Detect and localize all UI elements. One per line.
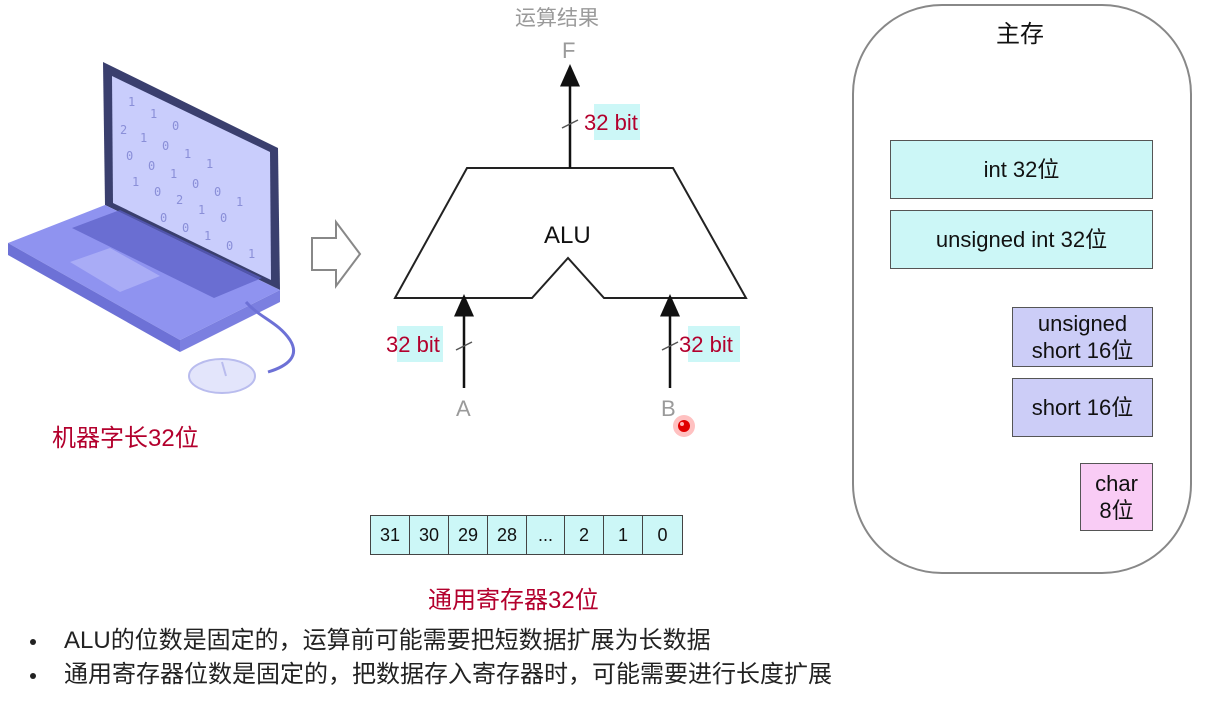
svg-text:1: 1	[140, 131, 147, 145]
width-out-highlight	[594, 104, 640, 140]
svg-text:0: 0	[160, 211, 167, 225]
width-b-highlight	[688, 326, 740, 362]
svg-text:0: 0	[148, 159, 155, 173]
memory-char-line1: char	[1095, 470, 1138, 496]
svg-text:0: 0	[172, 119, 179, 133]
width-out-label: 32 bit	[584, 110, 638, 135]
memory-unsigned-short-line1: unsigned	[1037, 310, 1128, 336]
svg-text:2: 2	[176, 193, 183, 207]
memory-int-box: int 32位	[890, 140, 1153, 199]
svg-text:0: 0	[192, 177, 199, 191]
memory-char-line2: 8位	[1099, 498, 1134, 523]
svg-text:1: 1	[170, 167, 177, 181]
svg-text:0: 0	[214, 185, 221, 199]
svg-text:1: 1	[236, 195, 243, 209]
note-item: ALU的位数是固定的，运算前可能需要把短数据扩展为长数据	[28, 624, 832, 658]
svg-text:1: 1	[184, 147, 191, 161]
input-b-width-slash	[661, 341, 679, 351]
svg-text:1: 1	[204, 229, 211, 243]
main-memory-title: 主存	[996, 21, 1044, 48]
memory-short-box: short 16位	[1012, 378, 1153, 437]
alu-output-name: F	[562, 38, 576, 63]
register-bits: 31 30 29 28 ... 2 1 0	[370, 515, 683, 555]
svg-text:1: 1	[132, 175, 139, 189]
alu-label: ALU	[544, 222, 591, 249]
width-a-label: 32 bit	[386, 332, 440, 357]
memory-unsigned-int-box: unsigned int 32位	[890, 210, 1153, 269]
right-arrow-icon	[311, 219, 362, 289]
pointer-dot-icon	[673, 415, 695, 437]
svg-text:2: 2	[120, 123, 127, 137]
register-bit: 30	[410, 516, 449, 554]
memory-short-label: short 16位	[1031, 394, 1134, 420]
output-width-slash	[561, 119, 579, 129]
svg-text:0: 0	[220, 211, 227, 225]
alu-input-a-label: A	[456, 396, 471, 421]
register-bit: 28	[488, 516, 527, 554]
memory-unsigned-short-box: unsigned short 16位	[1012, 307, 1153, 367]
memory-unsigned-int-label: unsigned int 32位	[935, 226, 1108, 252]
notes-list: ALU的位数是固定的，运算前可能需要把短数据扩展为长数据 通用寄存器位数是固定的…	[28, 624, 832, 692]
svg-text:1: 1	[248, 247, 255, 261]
note-item: 通用寄存器位数是固定的，把数据存入寄存器时，可能需要进行长度扩展	[28, 658, 832, 692]
width-b-label: 32 bit	[679, 332, 733, 357]
register-bit-ellipsis: ...	[527, 516, 565, 554]
register-caption: 通用寄存器32位	[428, 587, 599, 614]
input-a-width-slash	[455, 341, 473, 351]
alu-shape	[393, 167, 748, 299]
register-bit: 2	[565, 516, 604, 554]
memory-char-box: char 8位	[1080, 463, 1153, 531]
alu-input-b-label: B	[661, 396, 676, 421]
svg-text:0: 0	[126, 149, 133, 163]
svg-text:0: 0	[226, 239, 233, 253]
width-a-highlight	[397, 326, 443, 362]
register-bit: 31	[371, 516, 410, 554]
register-bit: 29	[449, 516, 488, 554]
svg-text:1: 1	[150, 107, 157, 121]
main-memory-panel	[852, 4, 1192, 574]
machine-word-label: 机器字长32位	[52, 425, 199, 452]
svg-text:1: 1	[128, 95, 135, 109]
register-bit: 1	[604, 516, 643, 554]
alu-output-heading: 运算结果	[515, 7, 599, 30]
svg-text:0: 0	[162, 139, 169, 153]
svg-text:1: 1	[198, 203, 205, 217]
svg-text:0: 0	[154, 185, 161, 199]
register-bit: 0	[643, 516, 682, 554]
svg-text:0: 0	[182, 221, 189, 235]
memory-unsigned-short-line2: short 16位	[1031, 338, 1134, 363]
memory-int-label: int 32位	[983, 156, 1060, 182]
svg-text:1: 1	[206, 157, 213, 171]
